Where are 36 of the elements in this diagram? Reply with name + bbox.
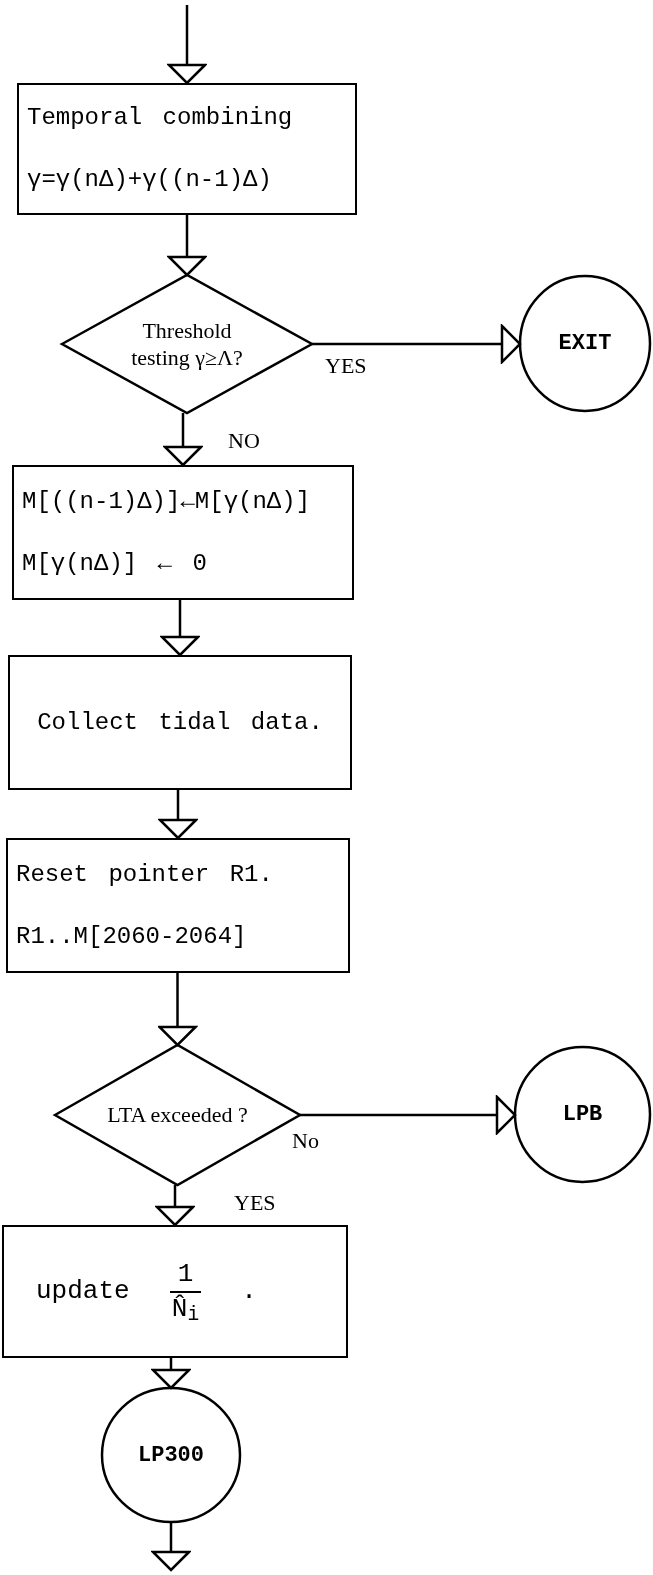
- decision-diamond: [59, 273, 315, 415]
- punctuation: .: [241, 1275, 257, 1308]
- node-text: Collect tidal data.: [37, 707, 323, 738]
- numerator: 1: [169, 1258, 202, 1293]
- flow-arrow: [160, 600, 200, 657]
- process-box: [12, 465, 354, 600]
- denominator: N̂$_{i}$: [171, 1292, 200, 1325]
- node-text: EXIT: [558, 330, 612, 358]
- node-text: LTA exceeded ?: [107, 1101, 248, 1129]
- flow-arrow: [151, 1358, 191, 1390]
- node-text: LPB: [562, 1101, 603, 1129]
- connector-circle: [100, 1386, 242, 1524]
- node-text: Reset pointer R1.: [16, 859, 273, 890]
- process-box: [6, 838, 350, 973]
- node-text: update: [36, 1275, 130, 1308]
- node-text: LP300: [138, 1441, 204, 1470]
- flow-arrow: [300, 1095, 517, 1135]
- node-text: Threshold testing γ≥Λ?: [130, 316, 244, 372]
- flow-arrow: [155, 1185, 195, 1227]
- node-text: Temporal combining: [27, 103, 293, 133]
- flow-arrow: [312, 324, 522, 364]
- flow-arrow: [167, 5, 207, 85]
- flow-arrow: [151, 1522, 191, 1572]
- flow-arrow: [158, 973, 197, 1047]
- flow-arrow: [163, 413, 203, 467]
- connector-circle: [513, 1045, 652, 1184]
- process-box: [2, 1225, 348, 1358]
- node-text: M[γ(nΔ)] ← 0: [22, 548, 208, 579]
- node-text: M[((n-1)Δ)]←M[γ(nΔ)]: [22, 486, 311, 517]
- node-text: R1..M[2060-2064]: [16, 921, 248, 952]
- flow-arrow: [158, 790, 198, 840]
- flow-arrow: [167, 215, 207, 277]
- process-box: [8, 655, 352, 790]
- node-text: γ=γ(nΔ)+γ((n-1)Δ): [27, 165, 273, 195]
- connector-circle: [518, 274, 652, 413]
- process-box: [17, 83, 357, 215]
